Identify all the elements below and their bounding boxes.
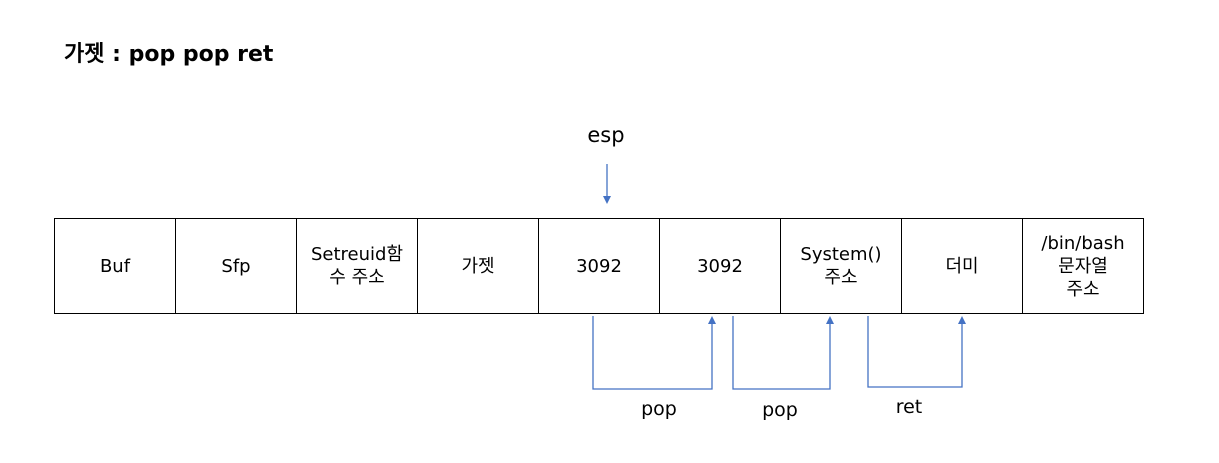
stack-cell-3092-first: 3092 [539, 218, 660, 314]
ret-flow-line [867, 316, 963, 388]
stack-cell-dummy: 더미 [902, 218, 1023, 314]
stack-cell-system: System() 주소 [781, 218, 902, 314]
pop2-label: pop [762, 399, 798, 421]
stack-row: Buf Sfp Setreuid함 수 주소 가젯 3092 3092 Syst… [54, 218, 1144, 314]
pop1-label: pop [641, 398, 677, 420]
ret-arrowhead [958, 316, 966, 324]
stack-cell-buf: Buf [55, 218, 176, 314]
pop2-arrowhead [826, 316, 834, 324]
esp-pointer-arrowhead [603, 196, 611, 204]
stack-cell-sfp: Sfp [176, 218, 297, 314]
pop2-flow-line [732, 316, 831, 390]
diagram-title: 가젯 : pop pop ret [64, 42, 274, 67]
stack-cell-gadget: 가젯 [418, 218, 539, 314]
esp-label: esp [587, 123, 625, 147]
stack-cell-3092-second: 3092 [660, 218, 781, 314]
stack-cell-setreuid: Setreuid함 수 주소 [297, 218, 418, 314]
pop1-arrowhead [708, 316, 716, 324]
stack-cell-binbash: /bin/bash 문자열 주소 [1023, 218, 1144, 314]
ret-label: ret [895, 396, 923, 418]
pop1-flow-line [592, 316, 713, 390]
